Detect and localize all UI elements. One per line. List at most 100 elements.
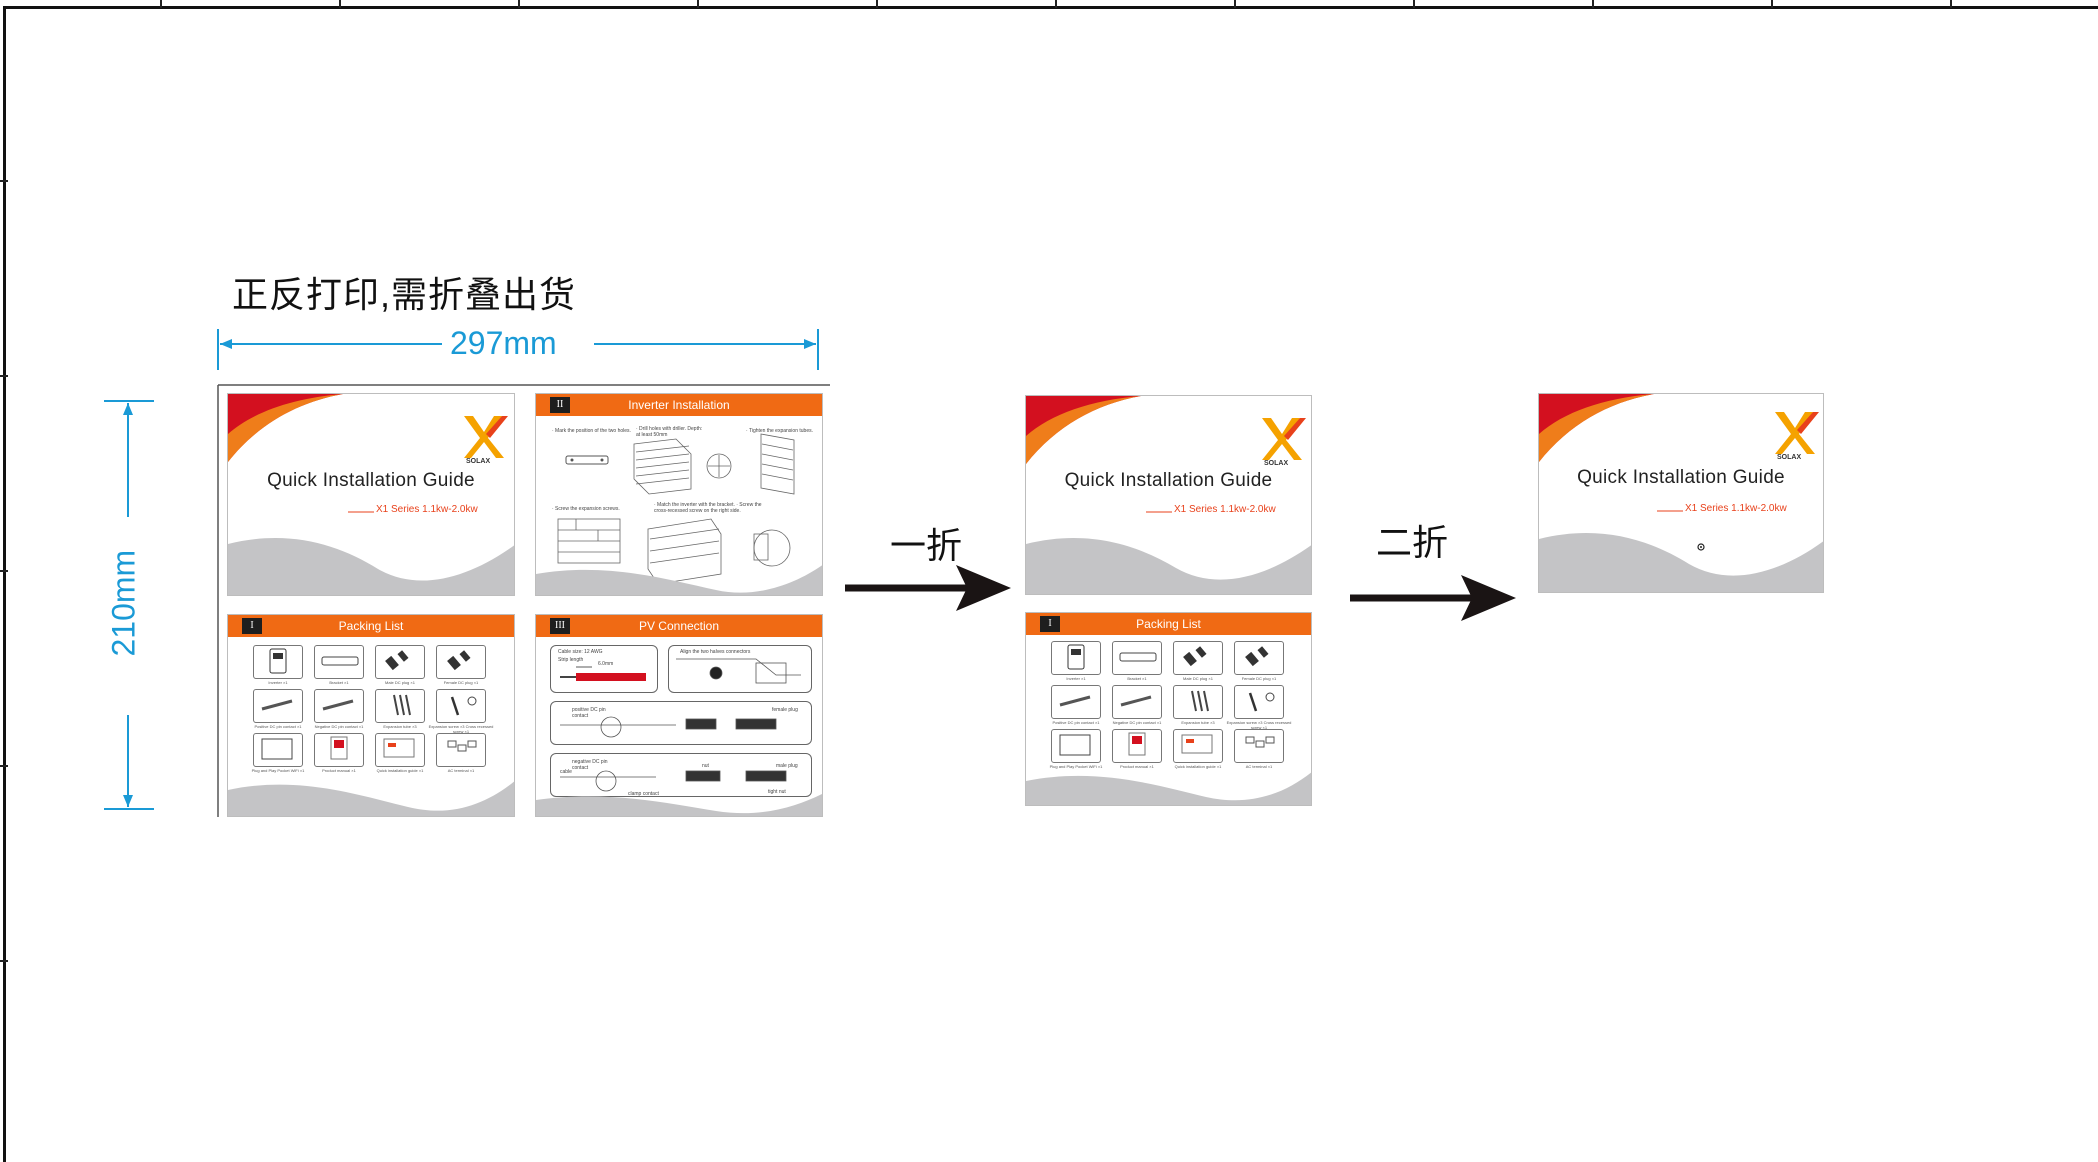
packing-item-caption: Bracket ×1 <box>1127 676 1147 681</box>
packing-item-caption: Male DC plug ×1 <box>385 680 415 685</box>
pv-male-label: male plug <box>776 763 798 769</box>
packing-item-caption: Expansion screw ×3 Cross recessed screw … <box>1226 720 1292 730</box>
cover-subtitle: X1 Series 1.1kw-2.0kw <box>1685 503 1787 514</box>
fold2-label: 二折 <box>1376 522 1449 563</box>
inverter-note-2: · Drill holes with driller. Depth: at le… <box>636 426 703 438</box>
packing-item-caption: Product manual ×1 <box>322 768 356 773</box>
ruler-tick <box>1234 0 1236 8</box>
inverter-note-1: · Mark the position of the two holes. <box>552 428 631 434</box>
pv-align-box <box>668 645 812 693</box>
fold1-label: 一折 <box>890 525 963 566</box>
cover-graphic <box>228 394 514 595</box>
cover-graphic <box>1539 394 1823 592</box>
packing-item-caption: Expansion tube ×3 <box>1181 720 1215 725</box>
subtitle-dash <box>348 511 374 513</box>
ruler-tick <box>1950 0 1952 8</box>
folded-twice-cover-panel: SOLAX Quick Installation Guide X1 Series… <box>1538 393 1824 593</box>
pv-negative-box <box>550 753 812 797</box>
height-label: 210mm <box>105 549 142 657</box>
fold1-arrow <box>845 565 1011 611</box>
cover-title: Quick Installation Guide <box>1577 467 1785 488</box>
folded-once-packing-panel: I Packing List <box>1025 612 1312 806</box>
ruler-tick <box>0 960 8 962</box>
print-note: 正反打印,需折叠出货 <box>232 274 577 315</box>
cover-subtitle: X1 Series 1.1kw-2.0kw <box>1174 504 1276 515</box>
packing-item-cell <box>436 645 486 679</box>
pv-negative-label: negative DC pin contact <box>572 759 608 771</box>
packing-item-cell <box>1234 729 1284 763</box>
packing-item-caption: Quick installation guide ×1 <box>376 768 424 773</box>
pv-positive-label: positive DC pin contact <box>572 707 606 719</box>
packing-item-caption: Positive DC pin contact ×1 <box>1052 720 1100 725</box>
width-label: 297mm <box>450 325 557 361</box>
packing-item-caption: AC terminal ×1 <box>447 768 475 773</box>
ruler-tick <box>0 570 8 572</box>
ruler-tick <box>697 0 699 8</box>
packing-header-bar <box>1026 613 1311 635</box>
inverter-illustrations <box>536 433 822 595</box>
cover-subtitle: X1 Series 1.1kw-2.0kw <box>376 504 478 515</box>
cover-panel: SOLAX Quick Installation Guide X1 Series… <box>227 393 515 596</box>
cover-title: Quick Installation Guide <box>1064 470 1273 491</box>
pv-female-label: female plug <box>772 707 798 713</box>
width-dimension-line <box>217 329 819 370</box>
inverter-note-3: · Tighten the expansion tubes. <box>746 428 813 434</box>
packing-section-title: Packing List <box>338 619 404 633</box>
pv-cable-size: Cable size: 12 AWG <box>558 649 603 655</box>
height-dimension-line <box>104 400 154 810</box>
pv-strip-value: 6.0mm <box>598 661 614 667</box>
pv-section-title: PV Connection <box>638 619 720 633</box>
pv-section-number: III <box>550 618 570 634</box>
folded-once-cover-panel: SOLAX Quick Installation Guide X1 Series… <box>1025 395 1312 595</box>
packing-item-caption: Female DC plug ×1 <box>443 680 479 685</box>
packing-section-title: Packing List <box>1136 617 1201 631</box>
ruler-tick <box>518 0 520 8</box>
pv-cable-box <box>550 645 658 693</box>
sheet-frame <box>3 6 2098 1162</box>
packing-header-bar <box>228 615 514 637</box>
packing-item-cell <box>1234 641 1284 675</box>
packing-item-cell <box>1234 685 1284 719</box>
pv-align-note: Align the two halves connectors <box>680 649 751 655</box>
pv-clamp-label: clamp contact <box>628 791 659 797</box>
cover-title: Quick Installation Guide <box>267 470 475 491</box>
ruler-tick <box>0 375 8 377</box>
inverter-note-4: · Screw the expansion screws. <box>552 506 620 512</box>
inverter-installation-panel: II Inverter Installation · Mark the posi… <box>535 393 823 596</box>
pv-connection-panel: III PV Connection Cab <box>535 614 823 817</box>
pv-cable-label: cable <box>560 769 572 775</box>
fold2-arrow <box>1350 575 1516 621</box>
packing-item-cell <box>1173 685 1223 719</box>
pv-nut-label: nut <box>702 763 709 769</box>
ruler-tick <box>0 765 8 767</box>
packing-item-cell <box>436 733 486 767</box>
cover-logo-text: SOLAX <box>466 458 491 465</box>
ruler-tick <box>1055 0 1057 8</box>
ruler-tick <box>339 0 341 8</box>
packing-item-caption: Quick installation guide ×1 <box>1174 764 1222 769</box>
packing-item-caption: Inverter ×1 <box>1066 676 1086 681</box>
packing-item-cell <box>1173 641 1223 675</box>
packing-item-caption: AC terminal ×1 <box>1245 764 1273 769</box>
packing-item-caption: Negative DC pin contact ×1 <box>1112 720 1162 725</box>
packing-item-caption: Bracket ×1 <box>329 680 349 685</box>
ruler-tick <box>876 0 878 8</box>
ruler-tick <box>0 180 8 182</box>
packing-item-cell <box>375 645 425 679</box>
cover-logo-text: SOLAX <box>1777 454 1802 461</box>
packing-item-caption: Plug and Play Pocket WiFi ×1 <box>1049 764 1103 769</box>
ruler-tick <box>1413 0 1415 8</box>
packing-section-number: I <box>242 618 262 634</box>
ruler-tick <box>1592 0 1594 8</box>
packing-item-caption: Expansion tube ×3 <box>383 724 417 729</box>
packing-item-caption: Positive DC pin contact ×1 <box>254 724 302 729</box>
pv-strip-length: Strip length <box>558 657 584 663</box>
inverter-note-5: · Match the inverter with the bracket. ·… <box>654 502 762 514</box>
packing-item-caption: Female DC plug ×1 <box>1241 676 1277 681</box>
inverter-section-title: Inverter Installation <box>628 398 730 412</box>
pv-tight-label: tight nut <box>768 789 786 795</box>
ruler-tick <box>1771 0 1773 8</box>
packing-item-cell <box>436 689 486 723</box>
packing-item-caption: Product manual ×1 <box>1120 764 1154 769</box>
